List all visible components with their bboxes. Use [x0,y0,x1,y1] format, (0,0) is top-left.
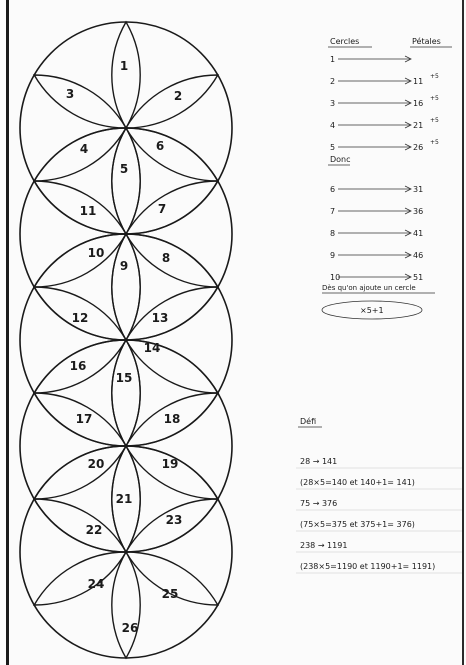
row-cercles-1: 1 [330,55,335,64]
petal-29 [32,551,128,606]
petal-6 [32,74,128,129]
donc-label: Donc [330,155,351,164]
petal-number-15: 15 [116,371,133,385]
petal-25 [111,444,141,554]
row-cercles-4: 4 [330,121,335,130]
petal-number-11: 11 [80,204,97,218]
petal-number-13: 13 [152,311,169,325]
petal-number-12: 12 [72,311,89,325]
petal-number-23: 23 [166,513,183,527]
plus-five-mark: +5 [430,95,439,102]
petal-number-10: 10 [88,246,105,260]
row-cercles-3: 3 [330,99,335,108]
petal-1 [111,20,141,130]
petal-12 [32,180,128,235]
petal-24 [32,392,128,447]
row-cercles-7: 7 [330,207,335,216]
defi-header: Défi [300,416,316,426]
row-petales-3: 16 [413,99,423,108]
petal-26 [124,498,220,553]
row-petales-4: 21 [413,121,423,130]
petal-number-7: 7 [158,202,166,216]
row-petales-10: 51 [413,273,423,282]
petal-number-17: 17 [76,412,93,426]
petal-19 [111,338,141,448]
petal-number-26: 26 [122,621,139,635]
petal-number-9: 9 [120,259,128,273]
petal-number-21: 21 [116,492,133,506]
plus-five-mark: +5 [430,117,439,124]
row-petales-9: 46 [413,251,423,260]
col-header-petales: Pétales [412,36,441,46]
petal-number-22: 22 [86,523,103,537]
row-cercles-10: 10 [330,273,340,282]
petal-number-18: 18 [164,412,181,426]
petal-number-1: 1 [120,59,128,73]
petal-number-8: 8 [162,251,170,265]
row-cercles-2: 2 [330,77,335,86]
petal-14 [124,286,220,341]
row-petales-7: 36 [413,207,423,216]
petal-13 [111,232,141,342]
petal-28 [111,550,141,660]
petal-number-19: 19 [162,457,179,471]
petal-number-16: 16 [70,359,87,373]
defi-line-1: 28 → 141 [300,457,337,466]
row-petales-5: 26 [413,143,423,152]
defi-line-4: (75×5=375 et 375+1= 376) [300,520,415,529]
petal-number-3: 3 [66,87,74,101]
formula: ×5+1 [360,306,384,315]
petal-number-4: 4 [80,142,88,156]
petal-2 [124,74,220,129]
plus-five-mark: +5 [430,73,439,80]
petal-number-14: 14 [144,341,161,355]
petal-18 [32,286,128,341]
plus-five-mark: +5 [430,139,439,146]
defi-line-6: (238×5=1190 et 1190+1= 1191) [300,562,435,571]
petal-number-2: 2 [174,89,182,103]
petal-30 [32,498,128,553]
petal-20 [124,392,220,447]
row-petales-8: 41 [413,229,423,238]
page-edge-right [462,0,464,665]
petal-27 [124,551,220,606]
defi-line-5: 238 → 1191 [300,541,347,550]
row-cercles-9: 9 [330,251,335,260]
col-header-cercles: Cercles [330,37,359,46]
petal-7 [111,126,141,236]
row-cercles-6: 6 [330,185,335,194]
row-cercles-8: 8 [330,229,335,238]
row-cercles-5: 5 [330,143,335,152]
defi-line-3: 75 → 376 [300,499,337,508]
petal-number-6: 6 [156,139,164,153]
page-edge-left [6,0,9,665]
defi-line-2: (28×5=140 et 140+1= 141) [300,478,415,487]
rule-label: Dès qu'on ajoute un cercle [322,284,416,292]
petal-8 [124,180,220,235]
formula-oval [321,300,423,320]
row-petales-2: 11 [413,77,423,86]
petal-number-24: 24 [88,577,105,591]
petal-number-5: 5 [120,162,128,176]
petal-number-25: 25 [162,587,179,601]
petal-number-20: 20 [88,457,105,471]
row-petales-6: 31 [413,185,423,194]
